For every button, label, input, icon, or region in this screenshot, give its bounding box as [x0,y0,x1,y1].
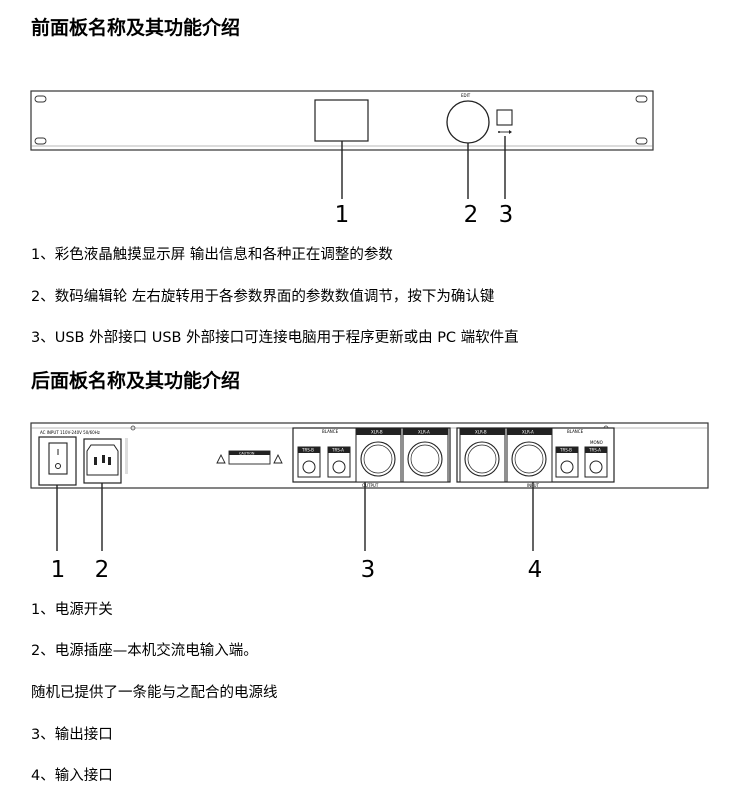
svg-text:BLANCE: BLANCE [567,429,584,434]
callout-number: 2 [95,557,110,583]
rear-panel-diagram: AC INPUT 110V-240V 50/60Hz CAUTION BLANC… [30,422,709,583]
rear-item-1: 1、电源开关 [31,602,113,618]
ac-input-label: AC INPUT 110V-240V 50/60Hz [40,430,100,435]
rack-hole-icon [635,95,648,103]
caution-label: CAUTION [216,450,283,465]
front-panel-diagram: EDIT 1 2 3 [30,90,654,228]
front-item-1: 1、彩色液晶触摸显示屏 输出信息和各种正在调整的参数 [31,247,393,263]
rear-item-4: 4、输入接口 [31,768,113,784]
rack-hole-icon [635,137,648,145]
rear-panel-heading: 后面板名称及其功能介绍 [31,370,241,392]
rear-item-note: 随机已提供了一条能与之配合的电源线 [31,685,278,701]
svg-text:OUTPUT: OUTPUT [362,483,379,488]
callout-number: 1 [335,202,350,228]
svg-text:CAUTION: CAUTION [239,452,255,456]
rack-hole-icon [34,95,47,103]
svg-text:TRS-B: TRS-B [301,448,314,453]
svg-text:BLANCE: BLANCE [322,429,339,434]
callout-number: 3 [499,202,514,228]
svg-text:XLR-A: XLR-A [418,430,430,435]
callout-number: 2 [464,202,479,228]
svg-text:XLR-A: XLR-A [522,430,534,435]
svg-text:XLR-B: XLR-B [371,430,383,435]
callout-number: 3 [361,557,376,583]
usb-icon [498,130,512,134]
rear-item-2: 2、电源插座—本机交流电输入端。 [31,643,258,659]
rack-hole-icon [34,137,47,145]
svg-text:MONO: MONO [590,440,603,445]
callout-number: 1 [51,557,66,583]
svg-text:TRS-B: TRS-B [559,448,572,453]
front-item-3: 3、USB 外部接口 USB 外部接口可连接电脑用于程序更新或由 PC 端软件直 [31,330,519,346]
callout-number: 4 [528,557,543,583]
svg-text:TRS-A: TRS-A [331,448,344,453]
svg-text:XLR-B: XLR-B [475,430,487,435]
svg-text:TRS-A: TRS-A [588,448,601,453]
front-item-2: 2、数码编辑轮 左右旋转用于各参数界面的参数数值调节，按下为确认键 [31,289,495,305]
rear-item-3: 3、输出接口 [31,727,113,743]
usb-port [496,109,513,126]
front-panel-heading: 前面板名称及其功能介绍 [31,17,241,39]
screw-icon [130,425,136,431]
edit-label: EDIT [461,93,471,98]
